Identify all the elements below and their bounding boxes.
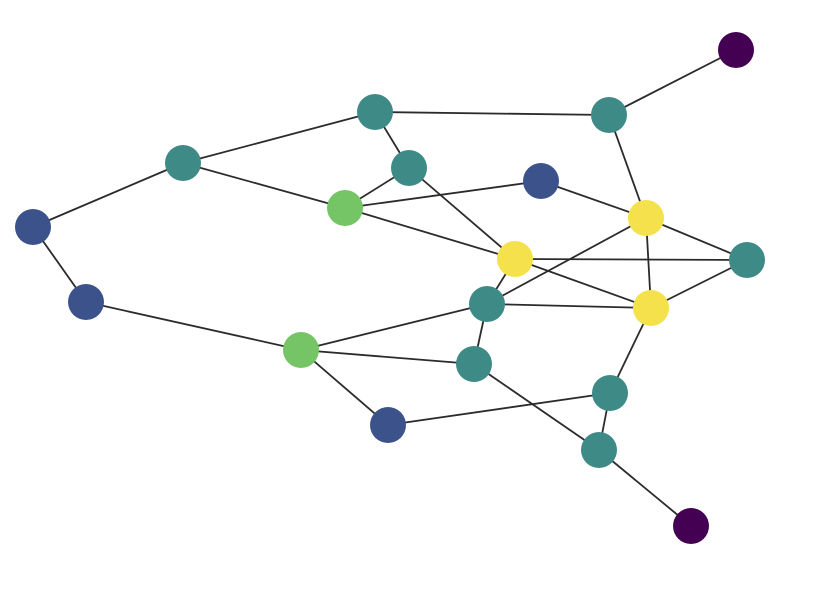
- edge-n14-n15: [300, 349, 475, 365]
- node-n7: [523, 163, 559, 199]
- node-n13: [633, 290, 669, 326]
- node-n10: [729, 242, 765, 278]
- node-n12: [469, 286, 505, 322]
- edge-n3-n6: [32, 162, 184, 228]
- edge-n7-n8: [540, 180, 647, 219]
- node-n14: [283, 332, 319, 368]
- edge-n2-n3: [182, 111, 376, 164]
- edge-n8-n10: [645, 217, 748, 261]
- node-n16: [370, 407, 406, 443]
- edge-n5-n9: [344, 207, 516, 260]
- node-n19: [673, 508, 709, 544]
- node-n5: [327, 190, 363, 226]
- edge-n14-n16: [300, 349, 389, 426]
- edge-n2-n1: [374, 111, 610, 116]
- node-n6: [15, 209, 51, 245]
- node-n8: [628, 200, 664, 236]
- node-n3: [165, 145, 201, 181]
- edge-n3-n5: [182, 162, 346, 209]
- edge-n9-n13: [514, 258, 652, 309]
- edge-n16-n17: [387, 392, 611, 426]
- edge-n12-n13: [486, 303, 652, 309]
- edge-n0-n1: [608, 49, 737, 116]
- edge-n4-n9: [408, 167, 516, 260]
- nodes-layer: [15, 32, 765, 544]
- node-n4: [391, 150, 427, 186]
- node-n15: [456, 346, 492, 382]
- edge-n15-n18: [473, 363, 600, 451]
- node-n18: [581, 432, 617, 468]
- edge-n8-n12: [486, 217, 647, 305]
- node-n17: [592, 375, 628, 411]
- edge-n5-n7: [344, 180, 542, 209]
- node-n9: [497, 241, 533, 277]
- edge-n11-n14: [85, 301, 302, 351]
- node-n0: [718, 32, 754, 68]
- edge-n18-n19: [598, 449, 692, 527]
- edge-n14-n12: [300, 303, 488, 351]
- edge-n1-n8: [608, 114, 647, 219]
- node-n2: [357, 94, 393, 130]
- node-n1: [591, 97, 627, 133]
- edge-n9-n10: [514, 258, 748, 261]
- node-n11: [68, 284, 104, 320]
